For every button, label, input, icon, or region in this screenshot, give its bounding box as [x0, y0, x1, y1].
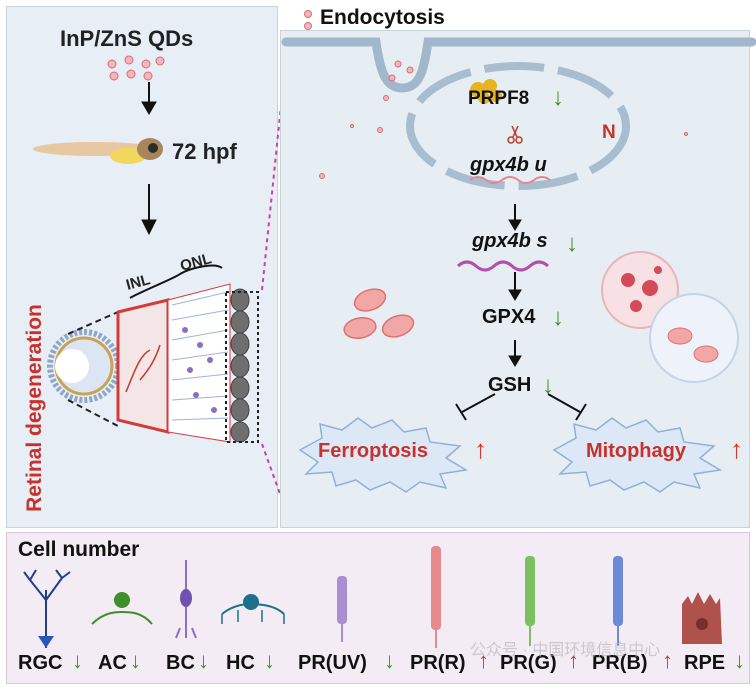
rgc-down-arrow: ↓ — [72, 648, 83, 673]
ferroptosis-up-arrow: ↑ — [474, 434, 487, 464]
cell-label-hc: HC — [226, 652, 255, 674]
mitophagy-burst — [552, 417, 723, 493]
ferroptosis-burst — [298, 417, 469, 493]
gpx4-label: GPX4 — [482, 306, 536, 328]
pr-b-icon — [613, 556, 623, 646]
gsh-label: GSH — [488, 374, 532, 396]
vesicle-dots — [319, 60, 688, 179]
prpf8-down-arrow: ↓ — [552, 84, 564, 111]
pr-r-up-arrow: ↑ — [478, 648, 489, 673]
inhibition-lines — [455, 393, 587, 421]
mrna-unspliced — [469, 176, 551, 184]
bc-icon — [175, 560, 197, 639]
pr-uv-down-arrow: ↓ — [384, 648, 395, 673]
watermark: 公众号 · 中国环境信息中心 — [470, 642, 661, 659]
prpf8-protein — [470, 79, 502, 104]
pr-uv-icon — [337, 576, 347, 642]
endocytosis-legend-label: Endocytosis — [320, 6, 445, 29]
rpe-down-arrow: ↓ — [734, 648, 745, 673]
mrna-spliced — [457, 260, 549, 272]
cell-label-pr-uv: PR(UV) — [298, 652, 367, 674]
bottom-panel — [6, 532, 750, 684]
qd-dots — [107, 55, 165, 81]
left-panel — [6, 6, 278, 528]
arrow-down-1 — [141, 82, 157, 115]
cell-label-bc: BC — [166, 652, 195, 674]
zebrafish-larva — [33, 138, 163, 164]
layer-brackets — [129, 264, 223, 299]
gpx4b-s-down-arrow: ↓ — [566, 230, 578, 257]
gpx4b-u-label: gpx4b u — [470, 154, 547, 176]
cell-label-rpe: RPE — [684, 652, 726, 674]
pathway-arrows — [508, 204, 522, 367]
pr-g-up-arrow: ↑ — [568, 648, 579, 673]
retina-block — [116, 283, 259, 443]
gpx4-down-arrow: ↓ — [552, 304, 564, 331]
arrow-down-2 — [141, 184, 157, 236]
scissors-icon — [507, 125, 523, 144]
hc-icon — [221, 594, 285, 624]
gsh-down-arrow: ↓ — [542, 372, 554, 399]
timepoint-label: 72 hpf — [172, 139, 237, 164]
cell-label-ac: AC — [98, 652, 127, 674]
cell-label-pr-r: PR(R) — [410, 652, 466, 674]
hc-down-arrow: ↓ — [264, 648, 275, 673]
bc-down-arrow: ↓ — [198, 648, 209, 673]
ac-down-arrow: ↓ — [130, 648, 141, 673]
pr-g-icon — [525, 556, 535, 646]
nucleus-envelope — [406, 62, 630, 190]
cell-label-rgc: RGC — [18, 652, 63, 674]
autolysosome — [601, 251, 739, 383]
mitophagy-up-arrow: ↑ — [730, 434, 743, 464]
rpe-icon — [682, 592, 722, 644]
ferroptosis-label: Ferroptosis — [318, 440, 429, 462]
gpx4b-s-label: gpx4b s — [472, 230, 548, 252]
cell-label-pr-b: PR(B) — [592, 652, 648, 674]
qds-title: InP/ZnS QDs — [60, 26, 194, 51]
cell-membrane — [281, 37, 756, 93]
nucleus-label: N — [602, 122, 616, 143]
mitophagy-label: Mitophagy — [586, 440, 686, 462]
zoom-lines — [67, 311, 119, 427]
ac-icon — [91, 592, 153, 625]
pr-b-up-arrow: ↑ — [662, 648, 673, 673]
endocytosis-legend-dots — [304, 10, 312, 30]
eye — [47, 329, 121, 403]
rgc-icon — [23, 569, 71, 648]
cell-label-pr-g: PR(G) — [500, 652, 557, 674]
pr-r-icon — [431, 546, 441, 648]
cell-number-title: Cell number — [18, 538, 140, 561]
prpf8-label: PRPF8 — [468, 88, 530, 109]
mitochondria-cluster — [343, 288, 415, 339]
